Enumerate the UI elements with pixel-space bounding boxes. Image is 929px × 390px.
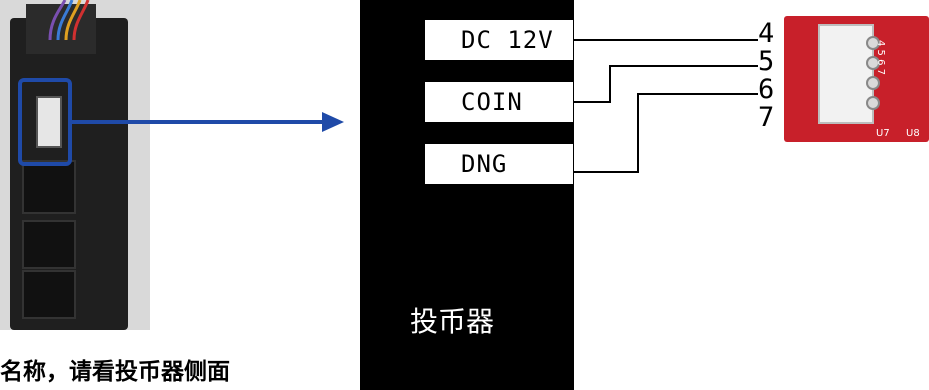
connector-port-icon	[36, 96, 62, 148]
pin-label-dc12v: DC 12V	[425, 20, 573, 60]
connector-highlight-box	[18, 78, 72, 166]
wire-dng	[573, 93, 758, 173]
pin-number-6: 6	[758, 74, 775, 105]
pcb-pin-icon	[866, 76, 880, 90]
pcb-pin-icon	[866, 56, 880, 70]
pin-number-7: 7	[758, 102, 775, 133]
pcb-pin-icon	[866, 36, 880, 50]
pcb-silkscreen: 4 5 6 7	[875, 40, 886, 75]
wire-coin	[573, 65, 758, 103]
coin-acceptor-panel	[360, 0, 574, 390]
pcb-connector	[818, 24, 874, 124]
coin-acceptor-top	[26, 4, 96, 54]
pcb-pin-icon	[866, 96, 880, 110]
coin-slot	[22, 220, 76, 269]
coin-slot	[22, 160, 76, 214]
coin-acceptor-photo	[0, 0, 150, 330]
panel-title: 投币器	[410, 305, 495, 338]
pin-number-5: 5	[758, 46, 775, 77]
pin-label-coin: COIN	[425, 82, 573, 122]
pin-label-dng: DNG	[425, 144, 573, 184]
coin-slot	[22, 270, 76, 319]
pin-number-4: 4	[758, 18, 775, 49]
pcb-chip-label: U7	[876, 128, 890, 139]
pcb-chip-label: U8	[906, 128, 920, 139]
photo-caption: 名称，请看投币器侧面	[0, 359, 230, 385]
wire-bundle-icon	[48, 0, 90, 40]
pointer-arrow-head	[322, 112, 344, 132]
